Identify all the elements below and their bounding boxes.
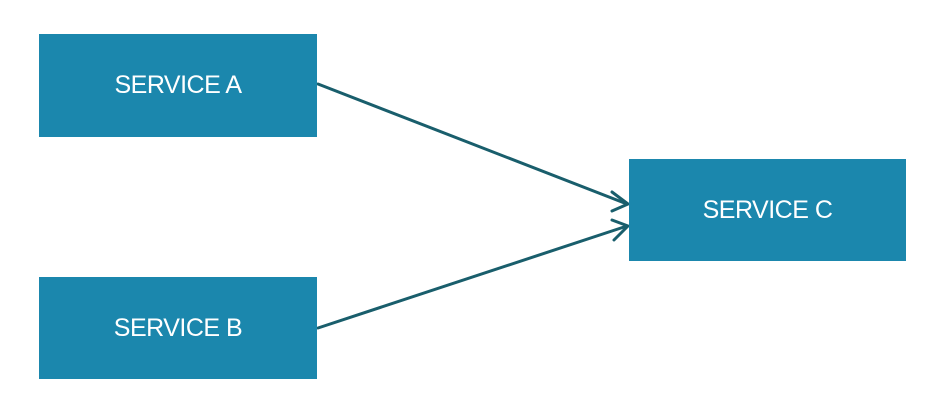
node-service-a: SERVICE A	[39, 34, 317, 137]
arrowhead-icon	[610, 190, 630, 213]
edge-a-to-c	[316, 82, 630, 213]
node-label: SERVICE A	[114, 71, 242, 99]
node-service-b: SERVICE B	[39, 277, 317, 379]
node-service-c: SERVICE C	[629, 159, 906, 261]
edge-b-to-c	[316, 218, 630, 330]
arrowhead-icon	[610, 218, 630, 242]
node-label: SERVICE B	[113, 313, 243, 342]
node-label: SERVICE C	[702, 195, 833, 224]
